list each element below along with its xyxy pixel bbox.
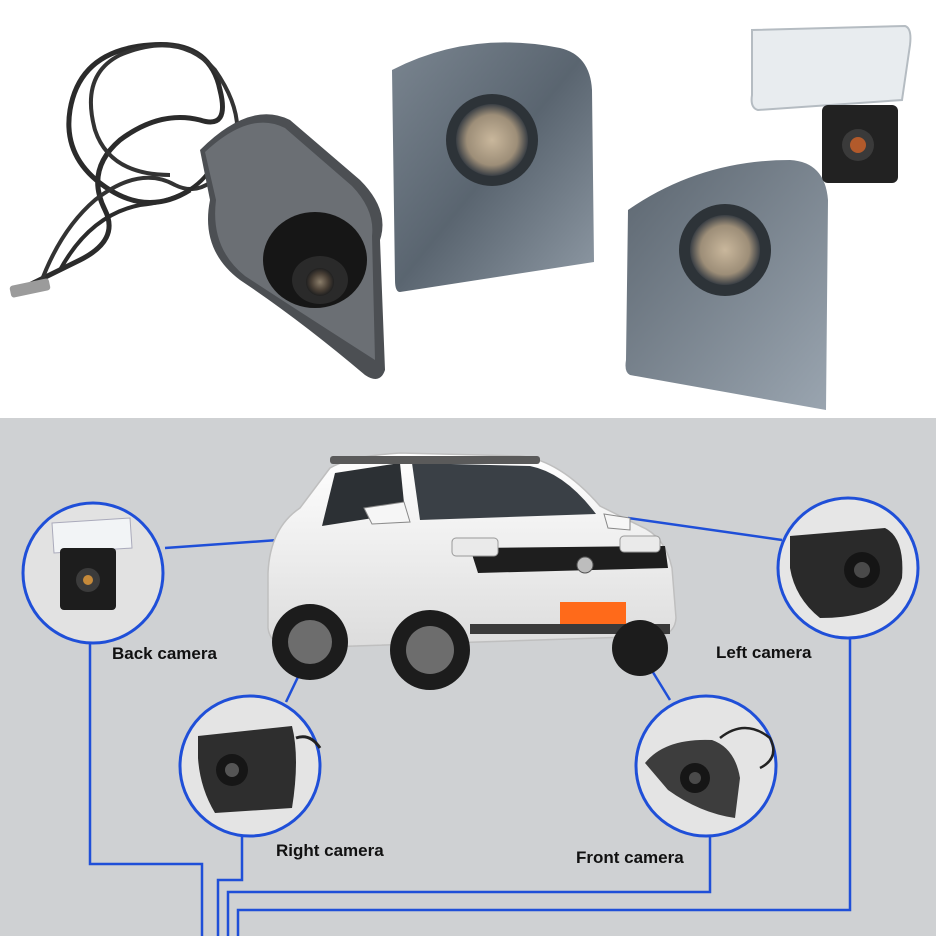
license-plate-camera-icon xyxy=(750,24,912,183)
left-camera-bubble xyxy=(776,496,920,640)
product-photo-panel xyxy=(0,0,936,418)
camera-layout-diagram xyxy=(21,452,920,936)
front-camera-bubble xyxy=(634,694,778,838)
front-camera-with-cable-icon xyxy=(9,42,385,380)
product-photos xyxy=(9,24,912,410)
camera-mount-bracket-icon-b xyxy=(625,160,828,410)
back-camera-bubble xyxy=(21,501,165,645)
camera-layout-panel: Back camera Left camera Right camera Fro… xyxy=(0,418,936,936)
left-camera-label: Left camera xyxy=(716,643,812,662)
camera-mount-bracket-icon xyxy=(392,42,594,293)
right-camera-label: Right camera xyxy=(276,841,384,860)
front-camera-label: Front camera xyxy=(576,848,684,867)
license-plate xyxy=(560,602,626,624)
right-camera-bubble xyxy=(178,694,322,838)
suv-car-icon xyxy=(267,452,677,690)
back-camera-label: Back camera xyxy=(112,644,217,663)
